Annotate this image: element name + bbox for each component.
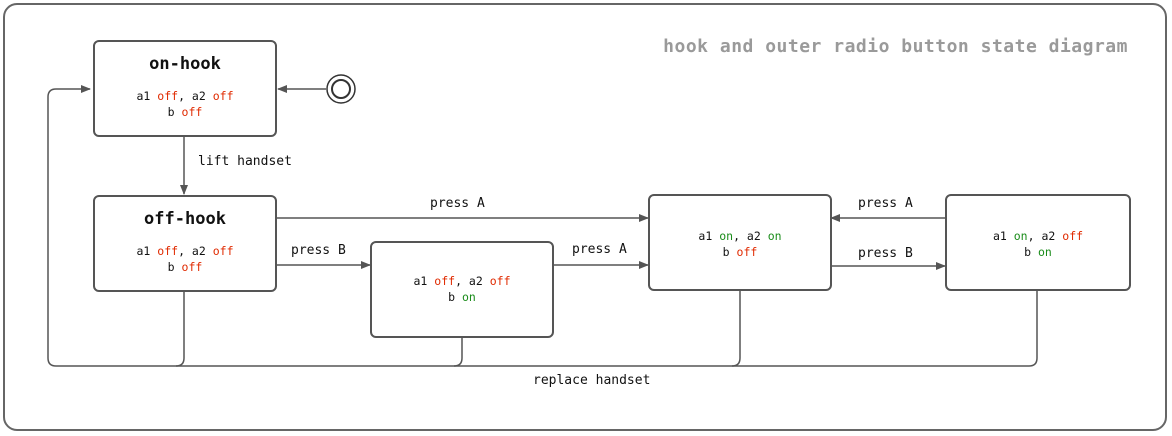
replace-handset-branch-b [453,338,463,367]
state-b-on: a1 off, a2 off b on [370,241,554,338]
state-values: a1 on, a2 on b off [698,229,782,259]
arrow-replace-handset [47,85,185,367]
state-values: a1 on, a2 off b on [992,229,1084,259]
label-lift-handset: lift handset [198,154,292,169]
state-values: a1 off, a2 off b off [136,89,234,119]
label-replace-handset: replace handset [533,373,651,388]
state-values: a1 off, a2 off b on [413,274,511,304]
state-name: off-hook [144,209,226,229]
initial-state-marker-inner [331,79,351,99]
label-press-a-mid: press A [572,242,627,257]
diagram-frame [3,3,1167,431]
state-a1-b-on: a1 on, a2 off b on [945,194,1131,291]
state-values: a1 off, a2 off b off [136,244,234,274]
replace-handset-bus [176,290,1038,367]
replace-handset-branch-a [731,290,741,367]
state-on-hook: on-hook a1 off, a2 off b off [93,40,277,137]
state-a-on: a1 on, a2 on b off [648,194,832,291]
label-press-a-top: press A [430,196,485,211]
label-press-a-right: press A [858,196,913,211]
label-press-b-right: press B [858,246,913,261]
state-off-hook: off-hook a1 off, a2 off b off [93,195,277,292]
initial-state-marker [326,74,356,104]
label-press-b-left: press B [291,243,346,258]
state-name: on-hook [149,54,221,74]
diagram-title: hook and outer radio button state diagra… [663,36,1128,57]
